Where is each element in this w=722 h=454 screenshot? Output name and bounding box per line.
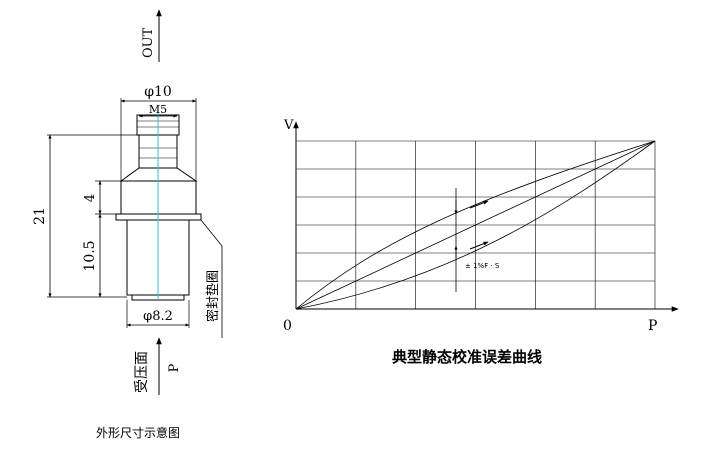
upper-curve — [295, 140, 656, 310]
body-height-label: 10.5 — [82, 240, 98, 271]
seal-ring-label: 密封垫圈 — [205, 270, 221, 322]
outline-drawing — [47, 9, 223, 395]
cap-height-label: 4 — [83, 194, 98, 202]
thread-label: M5 — [149, 103, 167, 116]
chart-origin-label: 0 — [283, 318, 292, 334]
calibration-chart — [293, 121, 679, 312]
pressure-face-label: 受压面 — [134, 351, 150, 393]
chart-x-label: P — [648, 318, 657, 334]
bottom-dia-label: φ8.2 — [143, 309, 173, 324]
upper-curve-arrow — [469, 200, 489, 209]
outer-dia-label: φ10 — [144, 84, 172, 100]
lower-curve — [295, 140, 656, 310]
chart-caption: 典型静态校准误差曲线 — [392, 348, 543, 366]
chart-error-label: ± 1%F · S — [465, 262, 500, 270]
total-height-label: 21 — [32, 207, 48, 225]
lower-curve-arrow — [469, 241, 489, 250]
outline-caption: 外形尺寸示意图 — [96, 426, 181, 440]
chart-y-label: V — [283, 118, 294, 133]
out-label: OUT — [141, 27, 156, 58]
reference-line — [295, 140, 656, 310]
p-arrow-label: P — [167, 363, 182, 372]
